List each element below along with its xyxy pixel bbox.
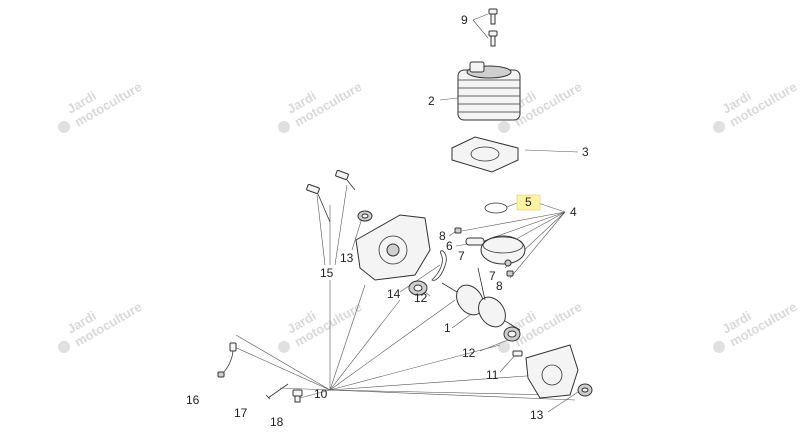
callout-4: 4	[570, 205, 577, 219]
crankcase-bottom	[525, 344, 579, 399]
callout-7: 7	[489, 269, 496, 283]
watermark: Jardi motoculture	[278, 79, 364, 133]
callout-1: 1	[444, 321, 451, 335]
watermarks: Jardi motoculture Jardi motoculture Jard…	[58, 79, 799, 353]
watermark: Jardi motoculture	[278, 299, 364, 353]
gasket-3	[451, 136, 519, 173]
callout-15: 15	[320, 266, 334, 280]
callout-10: 10	[314, 387, 328, 401]
bearing-12-top	[408, 280, 428, 296]
callout-6: 6	[446, 239, 453, 253]
screw-11	[512, 350, 523, 357]
crankcase-half	[355, 214, 431, 281]
callout-12: 12	[414, 291, 428, 305]
callout-13: 13	[530, 408, 544, 422]
seal-13-top	[357, 210, 373, 222]
callout-16: 16	[186, 393, 200, 407]
callout-13: 13	[340, 251, 354, 265]
callout-11: 11	[486, 368, 499, 382]
seal-13-bottom	[577, 383, 593, 397]
callouts: 9 2 3 5 4 8 6 7 7 8 13 15 14 12 1 12 11 …	[186, 13, 589, 429]
piston-assembly	[454, 227, 526, 277]
bearing-12-bottom	[503, 326, 521, 342]
callout-9: 9	[461, 13, 468, 27]
screws-9	[488, 8, 498, 47]
gasket-14	[431, 250, 447, 281]
callout-17: 17	[234, 406, 248, 420]
cable-16	[217, 342, 237, 378]
screw-18	[292, 389, 303, 403]
callout-3: 3	[582, 145, 589, 159]
watermark: Jardi motoculture	[58, 299, 144, 353]
watermark: Jardi motoculture	[713, 299, 799, 353]
cylinder-2	[457, 61, 521, 121]
callout-18: 18	[270, 415, 284, 429]
spring-17	[265, 383, 289, 400]
callout-8: 8	[439, 229, 446, 243]
watermark: Jardi motoculture	[713, 79, 799, 133]
callout-12: 12	[462, 346, 476, 360]
watermark: Jardi motoculture	[58, 79, 144, 133]
callout-5: 5	[525, 195, 532, 209]
callout-2: 2	[428, 94, 435, 108]
callout-14: 14	[387, 287, 401, 301]
screws-15	[306, 169, 356, 223]
callout-7: 7	[458, 249, 465, 263]
callout-highlight	[516, 194, 541, 211]
ring-5	[484, 202, 508, 214]
crankshaft-1	[441, 267, 521, 331]
callout-8: 8	[496, 279, 503, 293]
